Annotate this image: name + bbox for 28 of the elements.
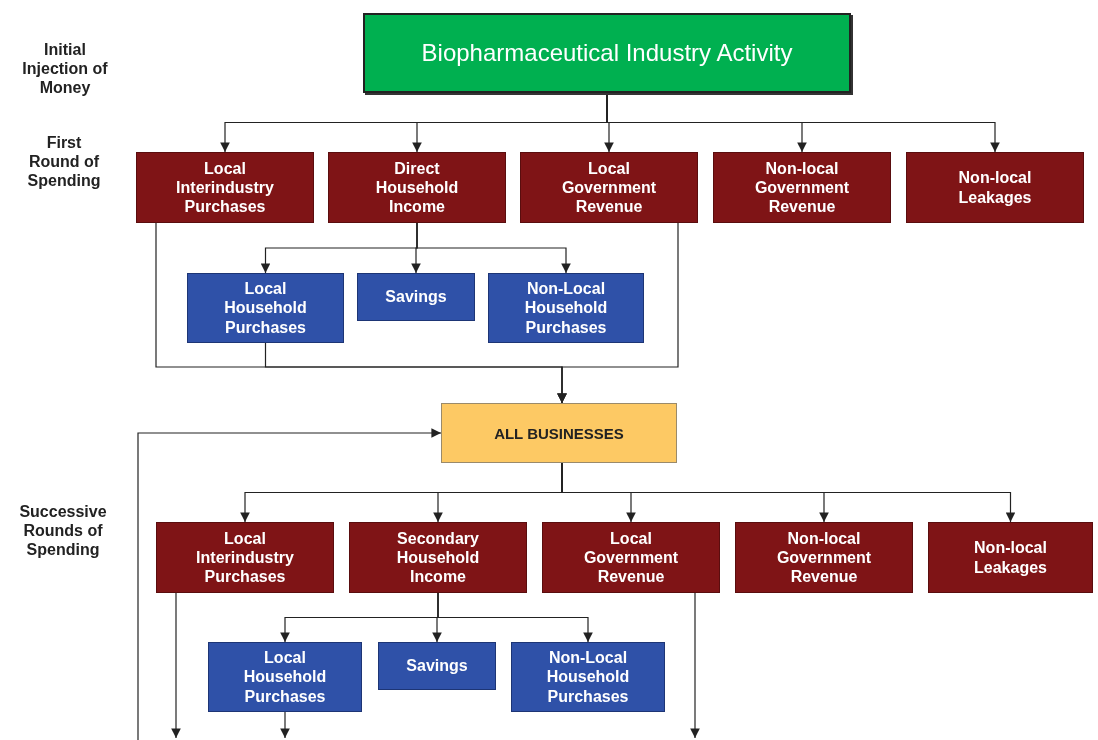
household-box: Non-Local Household Purchases: [488, 273, 644, 343]
household-box: Non-Local Household Purchases: [511, 642, 665, 712]
spending-box: Secondary Household Income: [349, 522, 527, 593]
spending-box: Non-local Government Revenue: [735, 522, 913, 593]
spending-box: Direct Household Income: [328, 152, 506, 223]
household-box: Local Household Purchases: [208, 642, 362, 712]
spending-box: Local Interindustry Purchases: [156, 522, 334, 593]
spending-box: Non-local Government Revenue: [713, 152, 891, 223]
arrow: [690, 592, 700, 739]
arrow: [437, 592, 593, 643]
business-box: ALL BUSINESSES: [441, 403, 677, 463]
spending-box: Non-local Leakages: [906, 152, 1084, 223]
row-label: Initial Injection of Money: [21, 40, 109, 98]
spending-box: Local Government Revenue: [520, 152, 698, 223]
spending-box: Local Interindustry Purchases: [136, 152, 314, 223]
arrow: [557, 222, 679, 404]
household-box: Savings: [357, 273, 475, 321]
arrow: [137, 428, 442, 740]
arrow: [416, 222, 571, 274]
arrow: [171, 592, 181, 739]
household-box: Savings: [378, 642, 496, 690]
activity-box: Biopharmaceutical Industry Activity: [363, 13, 851, 93]
spending-box: Local Government Revenue: [542, 522, 720, 593]
row-label: Successive Rounds of Spending: [18, 502, 108, 560]
row-label: First Round of Spending: [26, 133, 102, 191]
household-box: Local Household Purchases: [187, 273, 344, 343]
spending-box: Non-local Leakages: [928, 522, 1093, 593]
arrow: [280, 711, 290, 739]
